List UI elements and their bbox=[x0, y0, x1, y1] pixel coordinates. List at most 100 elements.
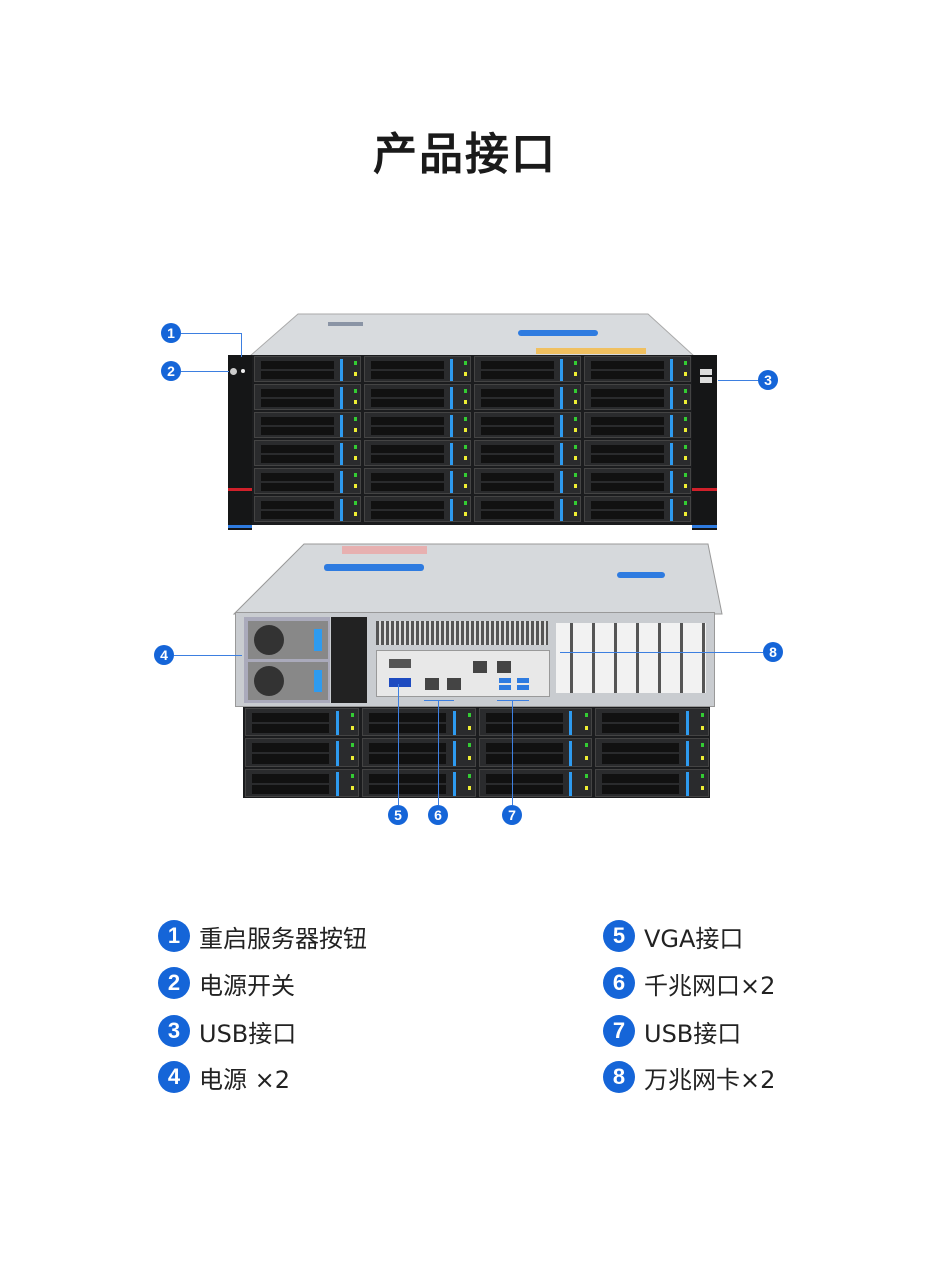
vga-port[interactable] bbox=[389, 678, 411, 687]
usb-port[interactable] bbox=[499, 678, 511, 683]
bay-slot bbox=[481, 511, 554, 520]
drive-bay[interactable] bbox=[474, 412, 581, 438]
drive-bay[interactable] bbox=[364, 384, 471, 410]
drive-bay[interactable] bbox=[584, 384, 691, 410]
drive-bay[interactable] bbox=[478, 738, 593, 767]
drive-bay[interactable] bbox=[364, 496, 471, 522]
callout-line-7 bbox=[512, 700, 513, 805]
bay-slot bbox=[261, 473, 334, 482]
gigabit-port-2[interactable] bbox=[447, 678, 461, 690]
usb-port[interactable] bbox=[499, 685, 511, 690]
drive-bay[interactable] bbox=[245, 708, 359, 737]
bay-slot bbox=[261, 399, 334, 408]
drive-bay[interactable] bbox=[595, 708, 709, 737]
usb-port[interactable] bbox=[700, 369, 712, 375]
legend-label: 万兆网卡×2 bbox=[644, 1065, 776, 1094]
bay-slot bbox=[602, 743, 680, 753]
status-led bbox=[464, 400, 467, 405]
drive-bay[interactable] bbox=[584, 496, 691, 522]
drive-bay[interactable] bbox=[584, 468, 691, 494]
usb-port[interactable] bbox=[517, 678, 529, 683]
bay-latch bbox=[669, 387, 673, 409]
usb-port[interactable] bbox=[517, 685, 529, 690]
bay-latch bbox=[449, 415, 453, 437]
drive-bay[interactable] bbox=[584, 440, 691, 466]
drive-bay[interactable] bbox=[254, 412, 361, 438]
psu-2[interactable] bbox=[248, 662, 328, 700]
legend-badge: 6 bbox=[603, 967, 635, 999]
status-led bbox=[684, 512, 687, 517]
status-led bbox=[351, 725, 355, 730]
front-left-ear bbox=[228, 355, 252, 530]
pcie-slots[interactable] bbox=[556, 623, 706, 693]
bay-slot bbox=[371, 427, 444, 436]
bay-latch bbox=[339, 359, 343, 381]
drive-bay[interactable] bbox=[364, 356, 471, 382]
drive-bay[interactable] bbox=[245, 738, 359, 767]
usb-port[interactable] bbox=[700, 377, 712, 383]
drive-bay[interactable] bbox=[474, 496, 581, 522]
lan-port[interactable] bbox=[497, 661, 511, 673]
drive-bay[interactable] bbox=[595, 768, 709, 797]
mgmt-port[interactable] bbox=[473, 661, 487, 673]
gigabit-port-1[interactable] bbox=[425, 678, 439, 690]
reset-button[interactable] bbox=[241, 369, 245, 373]
drive-bay[interactable] bbox=[254, 496, 361, 522]
bay-slot bbox=[261, 371, 334, 380]
vent-grille bbox=[376, 621, 548, 645]
drive-bay[interactable] bbox=[584, 356, 691, 382]
bay-slot bbox=[261, 445, 334, 454]
front-top-lid bbox=[248, 313, 696, 357]
bay-latch bbox=[335, 771, 339, 796]
drive-bay[interactable] bbox=[254, 356, 361, 382]
status-led bbox=[354, 484, 357, 489]
status-led bbox=[574, 372, 577, 377]
drive-bay[interactable] bbox=[584, 412, 691, 438]
bay-slot bbox=[368, 784, 446, 794]
drive-bay[interactable] bbox=[361, 768, 476, 797]
psu-1[interactable] bbox=[248, 621, 328, 659]
bay-slot bbox=[481, 361, 554, 370]
bay-slot bbox=[368, 773, 446, 783]
power-button[interactable] bbox=[230, 368, 237, 375]
status-led bbox=[351, 713, 355, 717]
drive-bay[interactable] bbox=[478, 768, 593, 797]
drive-bay[interactable] bbox=[474, 356, 581, 382]
drive-bay[interactable] bbox=[478, 708, 593, 737]
drive-bay[interactable] bbox=[474, 468, 581, 494]
drive-bay[interactable] bbox=[254, 384, 361, 410]
drive-bay[interactable] bbox=[254, 440, 361, 466]
bay-slot bbox=[371, 417, 444, 426]
bay-slot bbox=[252, 773, 330, 783]
red-stripe bbox=[692, 488, 717, 491]
drive-bay[interactable] bbox=[364, 412, 471, 438]
callout-badge-5: 5 bbox=[388, 805, 408, 825]
drive-bay[interactable] bbox=[245, 768, 359, 797]
status-led bbox=[574, 473, 577, 477]
drive-bay[interactable] bbox=[474, 384, 581, 410]
legend-label: 千兆网口×2 bbox=[644, 971, 776, 1000]
status-led bbox=[354, 389, 357, 393]
drive-bay[interactable] bbox=[361, 738, 476, 767]
serial-port[interactable] bbox=[389, 659, 411, 668]
drive-bay[interactable] bbox=[595, 738, 709, 767]
bay-latch bbox=[569, 771, 573, 796]
status-led bbox=[701, 713, 705, 717]
drive-bay[interactable] bbox=[364, 440, 471, 466]
drive-bay[interactable] bbox=[254, 468, 361, 494]
bay-slot bbox=[485, 754, 563, 764]
status-led bbox=[351, 743, 355, 748]
drive-bay[interactable] bbox=[361, 708, 476, 737]
blue-stripe bbox=[228, 525, 252, 528]
status-led bbox=[354, 501, 357, 505]
drive-bay[interactable] bbox=[474, 440, 581, 466]
drive-bay[interactable] bbox=[364, 468, 471, 494]
status-led bbox=[464, 361, 467, 365]
legend-badge: 1 bbox=[158, 920, 190, 952]
callout-badge-1: 1 bbox=[161, 323, 181, 343]
bay-slot bbox=[602, 724, 680, 734]
